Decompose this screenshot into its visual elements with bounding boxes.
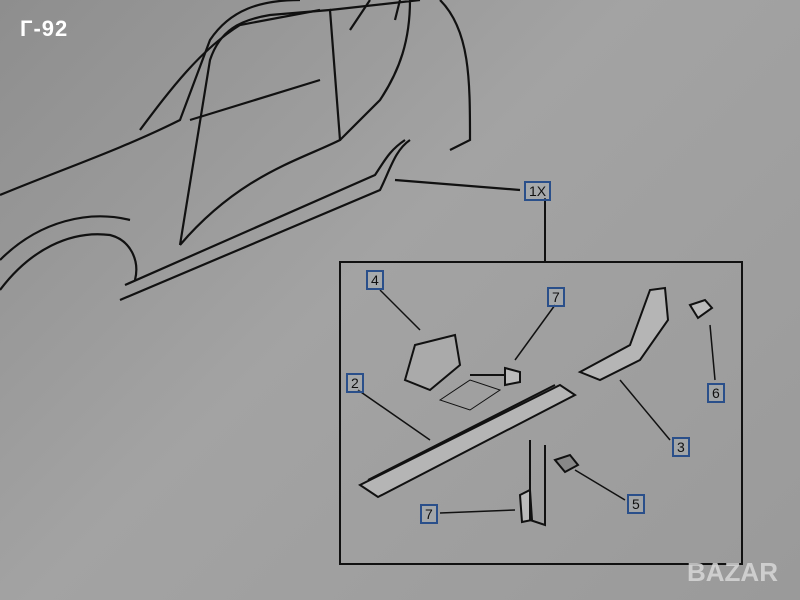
parts-drawing <box>358 286 714 527</box>
corner-label: Г-92 <box>20 16 69 41</box>
callout-assembly[interactable]: 1X <box>524 181 552 201</box>
callout-clip-top[interactable]: 7 <box>547 287 565 307</box>
callout-nut[interactable]: 5 <box>627 494 645 514</box>
callout-rear-piece[interactable]: 3 <box>672 437 690 457</box>
leader-lines <box>357 289 716 514</box>
callout-clip-right[interactable]: 6 <box>707 383 725 403</box>
car-body-outline <box>0 0 521 302</box>
callout-clip-bottom[interactable]: 7 <box>420 504 438 524</box>
callout-bracket[interactable]: 4 <box>366 270 384 290</box>
callout-sill-molding[interactable]: 2 <box>346 373 364 393</box>
detail-frame <box>339 198 743 565</box>
watermark-logo: BAZAR <box>687 557 778 587</box>
